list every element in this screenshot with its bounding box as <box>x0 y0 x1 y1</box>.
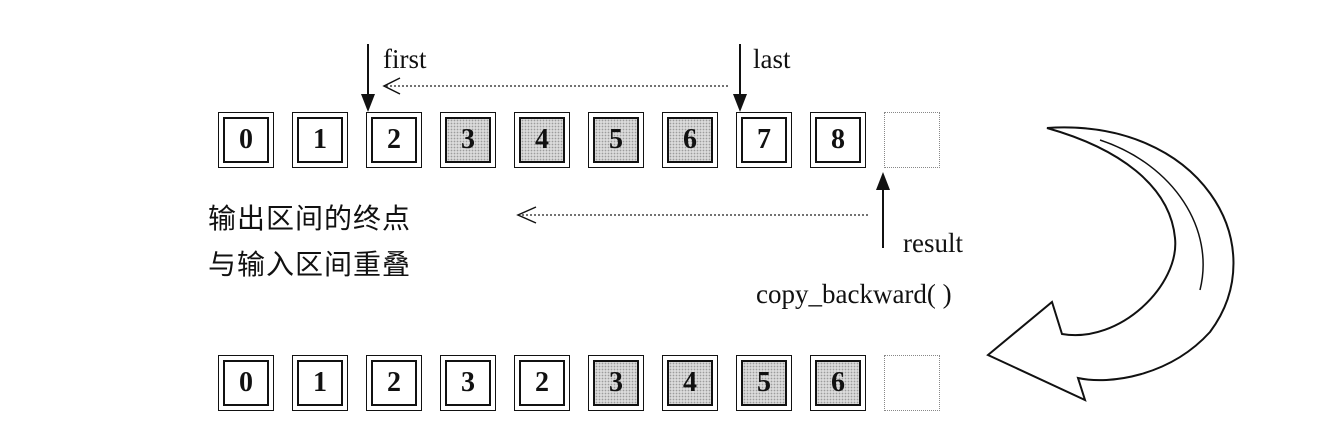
array-cell: 4 <box>662 355 718 411</box>
cell-value: 6 <box>815 360 861 406</box>
array-cell: 1 <box>292 355 348 411</box>
cell-value: 2 <box>519 360 565 406</box>
last-pointer-arrow <box>733 44 747 112</box>
array-cell: 0 <box>218 355 274 411</box>
result-label: result <box>903 228 963 258</box>
empty-cell <box>884 112 940 168</box>
cell-value: 1 <box>297 117 343 163</box>
cell-value: 2 <box>371 360 417 406</box>
array-cell: 0 <box>218 112 274 168</box>
overlap-dotted-arrow <box>516 206 868 224</box>
array-cell: 2 <box>366 355 422 411</box>
cell-value: 7 <box>741 117 787 163</box>
note-line-1: 输出区间的终点 <box>208 202 412 235</box>
array-cell: 2 <box>366 112 422 168</box>
cell-value: 4 <box>667 360 713 406</box>
cell-value: 3 <box>445 360 491 406</box>
result-pointer-arrow <box>876 172 890 248</box>
empty-cell <box>884 355 940 411</box>
array-cell: 2 <box>514 355 570 411</box>
cell-value: 6 <box>667 117 713 163</box>
cell-value: 5 <box>741 360 787 406</box>
big-curved-arrow <box>986 126 1235 402</box>
cell-value: 0 <box>223 360 269 406</box>
first-pointer-arrow <box>361 44 375 112</box>
cell-value: 4 <box>519 117 565 163</box>
range-dotted-arrow <box>382 77 728 95</box>
cell-value: 5 <box>593 117 639 163</box>
cell-value: 3 <box>445 117 491 163</box>
array-cell: 3 <box>440 112 496 168</box>
array-cell: 1 <box>292 112 348 168</box>
array-cell: 5 <box>736 355 792 411</box>
cell-value: 8 <box>815 117 861 163</box>
cell-value: 1 <box>297 360 343 406</box>
cell-value: 3 <box>593 360 639 406</box>
array-cell: 5 <box>588 112 644 168</box>
array-cell: 6 <box>662 112 718 168</box>
array-cell: 3 <box>588 355 644 411</box>
array-cell: 7 <box>736 112 792 168</box>
cell-value: 2 <box>371 117 417 163</box>
function-name-label: copy_backward( ) <box>756 279 952 309</box>
note-line-2: 与输入区间重叠 <box>208 248 412 281</box>
array-cell: 3 <box>440 355 496 411</box>
array-cell: 4 <box>514 112 570 168</box>
cell-value: 0 <box>223 117 269 163</box>
array-cell: 8 <box>810 112 866 168</box>
last-label: last <box>753 44 791 74</box>
first-label: first <box>383 44 427 74</box>
array-cell: 6 <box>810 355 866 411</box>
